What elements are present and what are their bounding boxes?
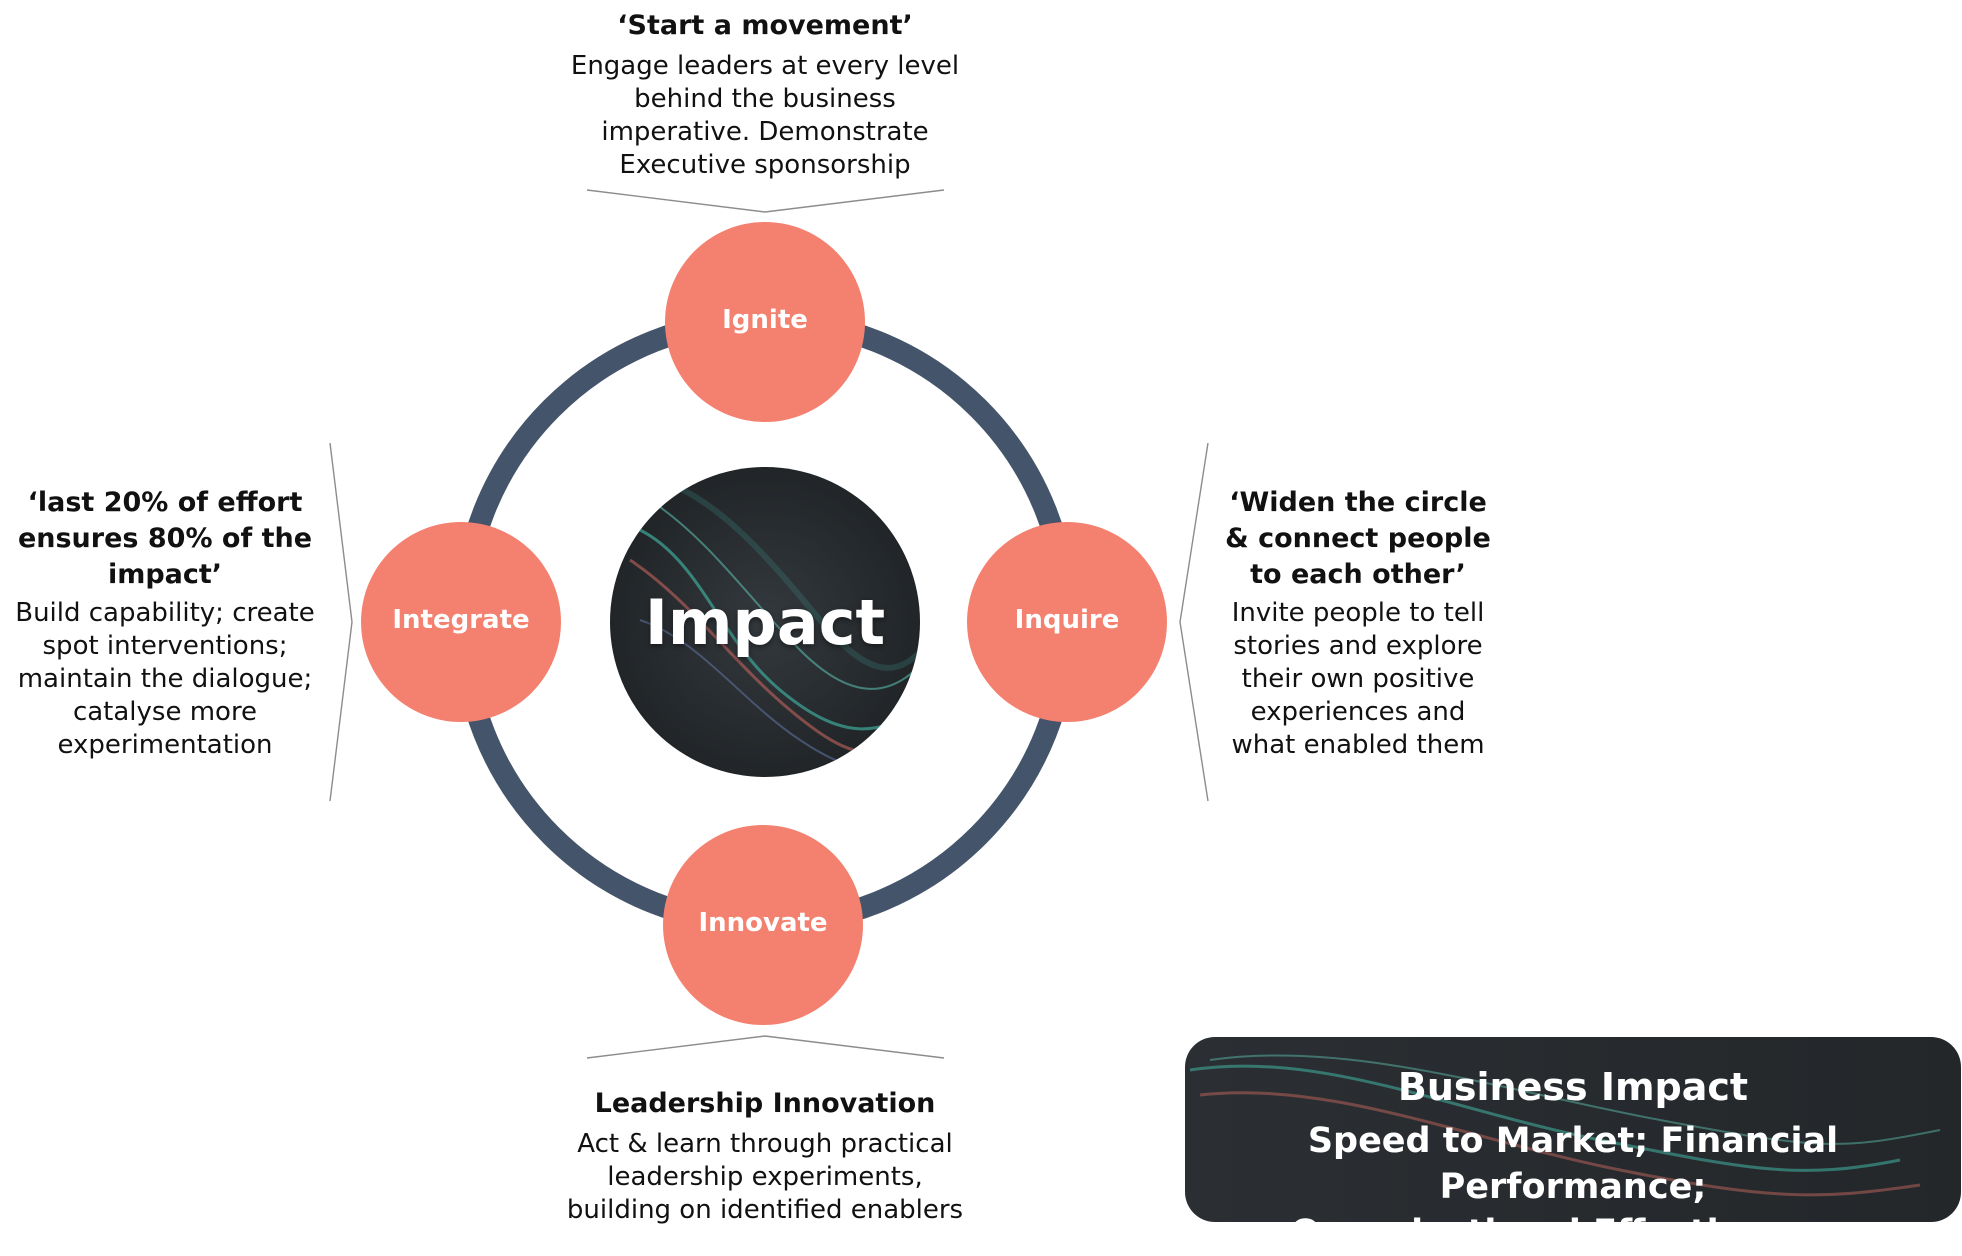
heading-line: ‘Widen the circle [1229, 487, 1487, 518]
body-line: spot interventions; [42, 631, 288, 661]
heading-line: Leadership Innovation [594, 1088, 936, 1119]
body-line: Act & learn through practical [577, 1129, 953, 1159]
node-inquire [967, 522, 1167, 722]
callout-top-heading: ‘Start a movement’ [540, 8, 990, 44]
heading-line: impact’ [107, 559, 223, 590]
body-line: Build capability; create [15, 598, 315, 628]
business-impact-subtitle: Speed to Market; Financial Performance; … [1185, 1118, 1961, 1256]
callout-right-heading: ‘Widen the circle & connect people to ea… [1208, 485, 1508, 593]
callout-top-body: Engage leaders at every level behind the… [540, 50, 990, 182]
heading-line: ‘last 20% of effort [27, 487, 303, 518]
callout-bottom-body: Act & learn through practical leadership… [520, 1128, 1010, 1227]
body-line: experiences and [1250, 697, 1466, 727]
business-impact-box [1185, 1037, 1961, 1222]
node-label-ignite: Ignite [722, 305, 808, 335]
body-line: their own positive [1241, 664, 1475, 694]
callout-right-body: Invite people to tell stories and explor… [1208, 597, 1508, 762]
subtitle-line: Organisational Effectiveness [1290, 1213, 1856, 1253]
callout-top: ‘Start a movement’ Engage leaders at eve… [540, 8, 990, 182]
node-label-integrate: Integrate [392, 605, 530, 635]
business-impact-title: Business Impact [1397, 1065, 1749, 1109]
center-impact-circle [610, 467, 920, 777]
callout-connectors [329, 189, 1209, 1059]
subtitle-line: Speed to Market; Financial Performance; [1307, 1121, 1839, 1207]
body-line: maintain the dialogue; [17, 664, 313, 694]
body-line: what enabled them [1231, 730, 1485, 760]
callout-left-body: Build capability; create spot interventi… [10, 597, 320, 762]
callout-bottom: Leadership Innovation Act & learn throug… [520, 1086, 1010, 1227]
body-line: stories and explore [1233, 631, 1483, 661]
node-ignite [665, 222, 865, 422]
body-line: experimentation [57, 730, 273, 760]
connector-top [586, 189, 945, 213]
body-line: Executive sponsorship [619, 150, 911, 180]
heading-line: to each other’ [1250, 559, 1466, 590]
connector-right [1179, 442, 1209, 802]
body-line: imperative. Demonstrate [601, 117, 929, 147]
callout-left: ‘last 20% of effort ensures 80% of the i… [10, 485, 320, 762]
callout-bottom-heading: Leadership Innovation [520, 1086, 1010, 1122]
callout-left-heading: ‘last 20% of effort ensures 80% of the i… [10, 485, 320, 593]
body-line: catalyse more [72, 697, 258, 727]
heading-line: ensures 80% of the [17, 523, 313, 554]
node-label-innovate: Innovate [698, 908, 828, 938]
body-line: Engage leaders at every level [570, 51, 960, 81]
node-integrate [361, 522, 561, 722]
body-line: Invite people to tell [1231, 598, 1485, 628]
body-line: leadership experiments, [607, 1162, 923, 1192]
center-label: Impact [644, 586, 886, 659]
body-line: building on identified enablers [566, 1195, 964, 1225]
heading-line: ‘Start a movement’ [617, 10, 913, 41]
business-impact-text: Business Impact Speed to Market; Financi… [1185, 1062, 1961, 1256]
node-innovate [663, 825, 863, 1025]
callout-right: ‘Widen the circle & connect people to ea… [1208, 485, 1508, 762]
connector-left [329, 442, 353, 802]
heading-line: & connect people [1225, 523, 1491, 554]
body-line: behind the business [634, 84, 896, 114]
connector-bottom [586, 1035, 945, 1059]
node-label-inquire: Inquire [1014, 605, 1120, 635]
